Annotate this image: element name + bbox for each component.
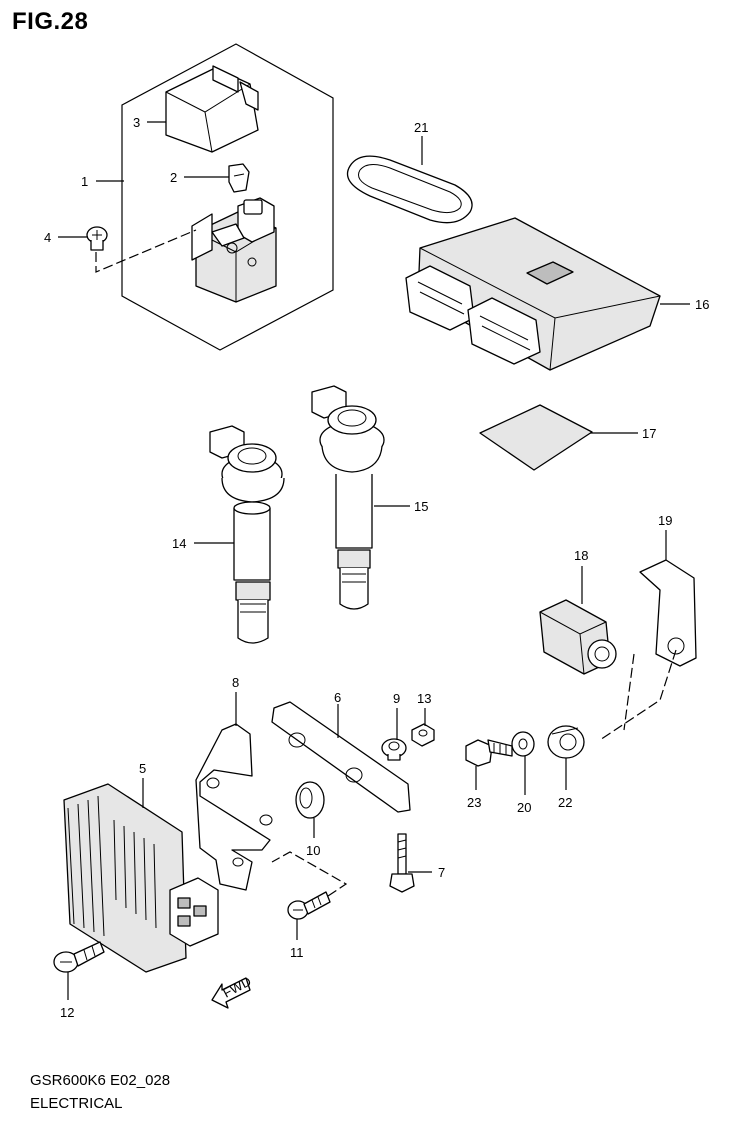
starter-relay <box>191 197 277 303</box>
callout-2: 2 <box>170 170 177 185</box>
sensor-leader <box>623 653 635 731</box>
callout-5: 5 <box>139 761 146 776</box>
fuse <box>228 163 250 193</box>
regulator-rectifier <box>63 783 219 973</box>
plate-bracket <box>271 701 411 813</box>
callout-12: 12 <box>60 1005 74 1020</box>
callout-labels: 1 2 3 4 5 6 7 8 9 10 11 12 13 14 15 16 1… <box>44 115 709 1020</box>
callout-3: 3 <box>133 115 140 130</box>
footer-code: GSR600K6 E02_028 <box>30 1072 171 1089</box>
callout-20: 20 <box>517 800 531 815</box>
callout-14: 14 <box>172 536 186 551</box>
callout-9: 9 <box>393 691 400 706</box>
screw-leader <box>271 851 348 897</box>
callout-6: 6 <box>334 690 341 705</box>
bolt-12 <box>53 941 105 973</box>
callout-23: 23 <box>467 795 481 810</box>
ecm-unit <box>405 217 661 371</box>
callout-17: 17 <box>642 426 656 441</box>
relay-screw-leader <box>95 229 197 273</box>
callout-13: 13 <box>417 691 431 706</box>
callout-11: 11 <box>290 945 304 960</box>
callout-10: 10 <box>306 843 320 858</box>
callout-4: 4 <box>44 230 51 245</box>
sensor-bracket <box>639 559 697 667</box>
ecm-pad <box>479 404 593 471</box>
callout-18: 18 <box>574 548 588 563</box>
figure-title: FIG.28 <box>12 8 89 35</box>
fwd-arrow-icon: FWD <box>211 974 254 1009</box>
leader-lines <box>58 121 690 1000</box>
regulator-bracket <box>195 723 273 891</box>
nut <box>411 723 435 747</box>
bracket-leader <box>599 649 677 741</box>
callout-22: 22 <box>558 795 572 810</box>
relay-screw <box>86 226 108 251</box>
relay-cover <box>165 65 259 153</box>
screw-11 <box>287 891 331 920</box>
relay-group-outline <box>121 43 334 351</box>
callout-1: 1 <box>81 174 88 189</box>
ignition-coil-1 <box>209 425 285 644</box>
sensor <box>539 599 617 675</box>
callout-16: 16 <box>695 297 709 312</box>
callout-15: 15 <box>414 499 428 514</box>
callout-21: 21 <box>414 120 428 135</box>
callout-19: 19 <box>658 513 672 528</box>
footer-section-name: ELECTRICAL <box>30 1095 123 1112</box>
washer <box>511 731 535 757</box>
grommet <box>295 781 325 819</box>
callout-7: 7 <box>438 865 445 880</box>
ecm-rubber-band <box>346 155 473 224</box>
collar <box>381 738 407 761</box>
long-bolt <box>389 833 415 893</box>
bolt-23 <box>465 739 513 767</box>
callout-8: 8 <box>232 675 239 690</box>
grommet-22 <box>547 725 585 759</box>
ignition-coil-2 <box>311 385 385 610</box>
